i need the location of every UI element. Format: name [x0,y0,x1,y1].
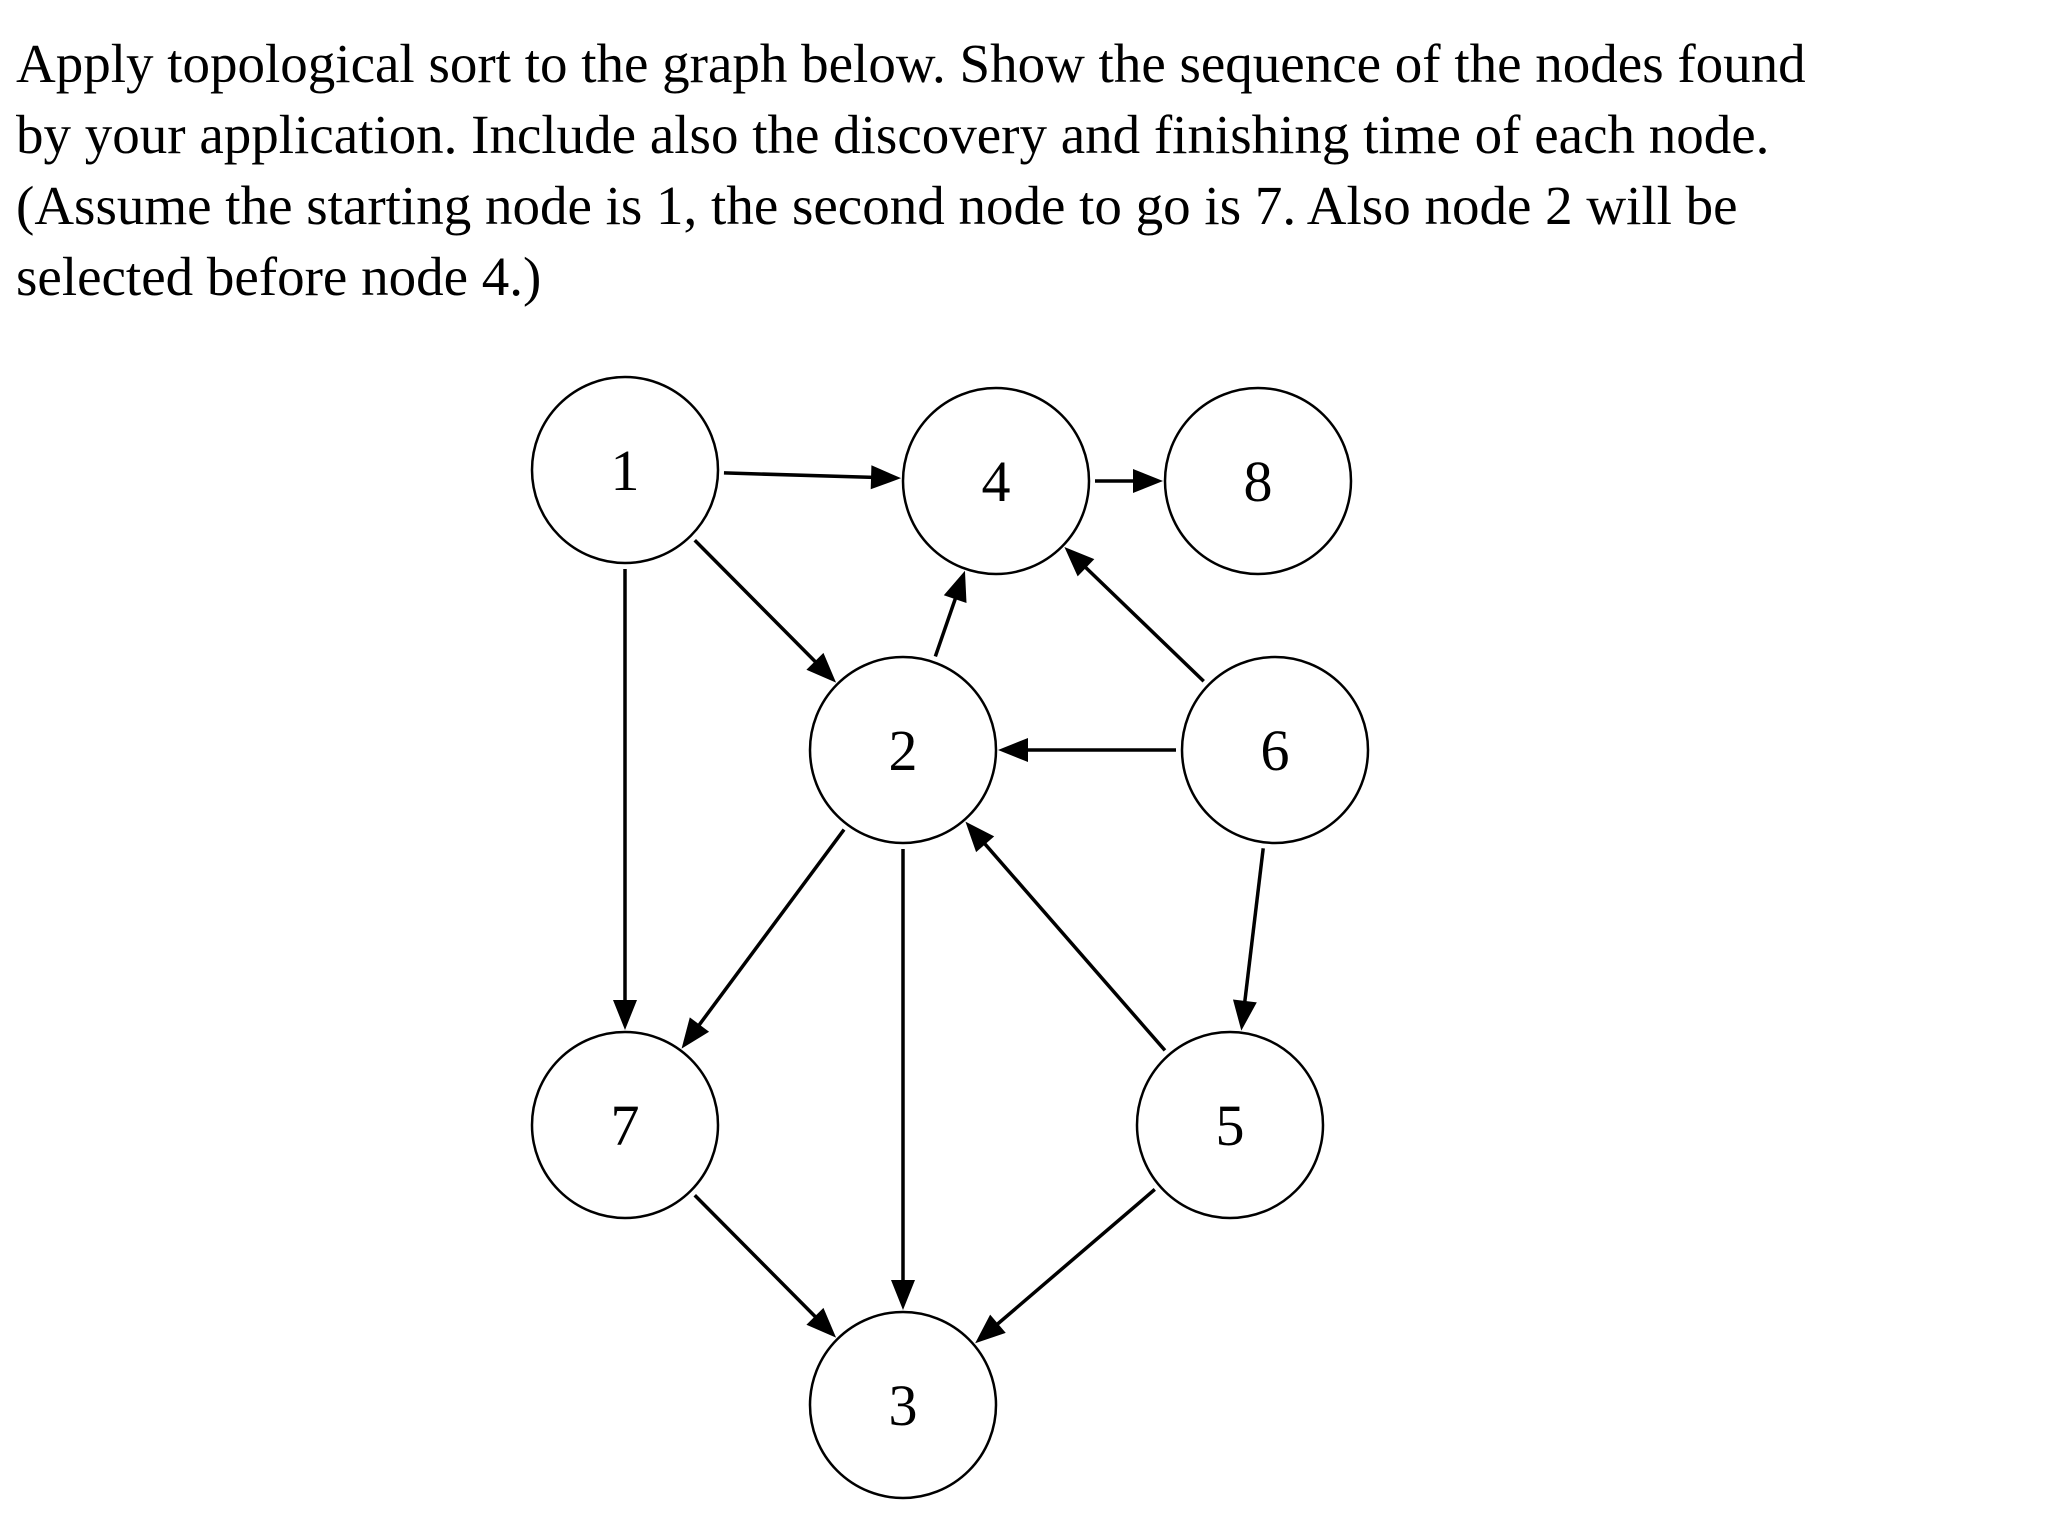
node-circle [808,1310,998,1500]
arrow-head [1064,546,1095,577]
node-label: 5 [1216,1093,1245,1158]
edge-line [982,841,1167,1052]
edge-5-to-2 [965,821,1167,1052]
node-label: 1 [611,438,640,503]
edge-1-to-4 [723,465,902,490]
node-label: 7 [611,1093,640,1158]
node-5: 5 [1135,1030,1325,1220]
node-4: 4 [901,386,1091,576]
node-8: 8 [1163,386,1353,576]
question-line-1: Apply topological sort to the graph belo… [16,33,1806,94]
arrow-head [1232,999,1257,1031]
question-line-3: (Assume the starting node is 1, the seco… [16,175,1738,236]
question-line-4: selected before node 4.) [16,246,542,307]
edge-2-to-3 [891,849,915,1310]
edge-line [693,1194,818,1319]
node-label: 8 [1244,449,1273,514]
edge-2-to-4 [933,570,967,658]
edge-line [995,1188,1156,1327]
edge-6-to-5 [1232,848,1265,1031]
node-circle [1135,1030,1325,1220]
arrow-head [806,1307,837,1338]
edge-line [1242,848,1265,1004]
edges-layer [613,465,1265,1344]
node-6: 6 [1180,655,1370,845]
question-text: Apply topological sort to the graph belo… [16,28,2036,312]
edge-line [723,471,874,480]
edge-line [1083,565,1205,683]
node-label: 3 [889,1373,918,1438]
node-label: 4 [982,449,1011,514]
arrow-head [870,465,902,490]
edge-6-to-4 [1064,546,1205,683]
node-circle [1163,386,1353,576]
arrow-head [806,652,837,683]
node-7: 7 [530,1030,720,1220]
edge-line [933,596,958,658]
node-circle [1180,655,1370,845]
node-circle [530,375,720,565]
arrow-head [1133,469,1163,493]
arrow-head [891,1280,915,1310]
edge-4-to-8 [1095,469,1163,493]
edge-2-to-7 [681,828,846,1049]
arrow-head [613,1000,637,1030]
node-circle [808,655,998,845]
question-line-2: by your application. Include also the di… [16,104,1770,165]
edge-5-to-3 [975,1188,1156,1344]
node-2: 2 [808,655,998,845]
edge-7-to-3 [693,1194,837,1338]
node-1: 1 [530,375,720,565]
arrow-head [943,570,967,604]
edge-line [693,539,818,664]
edge-1-to-2 [693,539,837,683]
arrow-head [965,821,995,853]
edge-6-to-2 [998,738,1176,762]
node-3: 3 [808,1310,998,1500]
arrow-head [975,1314,1006,1344]
edge-line [696,828,846,1028]
arrow-head [681,1017,710,1049]
node-circle [530,1030,720,1220]
node-circle [901,386,1091,576]
node-label: 6 [1261,718,1290,783]
arrow-head [998,738,1028,762]
edge-1-to-7 [613,569,637,1030]
node-label: 2 [889,718,918,783]
